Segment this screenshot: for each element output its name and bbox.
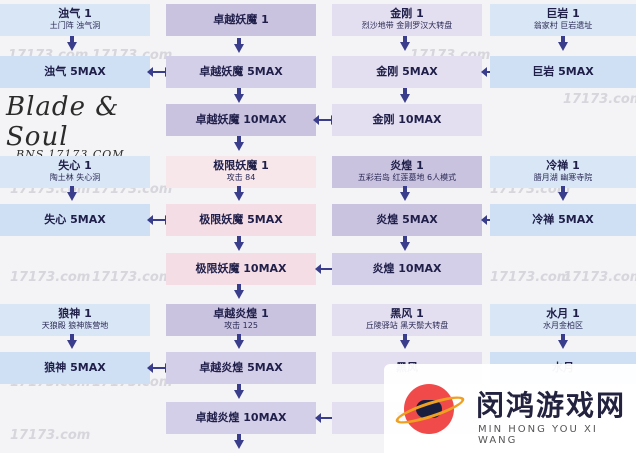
node-zhuoyue-yaomo-10max: 卓越妖魔 10MAX [166,104,316,136]
watermark: 17173.com [490,270,571,285]
node-langshen-5max: 狼神 5MAX [0,352,150,384]
node-jixian-yaomo-10max: 极限妖魔 10MAX [166,253,316,285]
arrow-down-icon [400,236,410,251]
arrow-down-icon [234,284,244,299]
arrow-down-icon [400,186,410,201]
arrow-down-icon [67,186,77,201]
brand-name: 闵鸿游戏网 [476,389,627,422]
node-yanhuang-5max: 炎煌 5MAX [332,204,482,236]
node-title: 狼神 1 [58,307,92,320]
arrow-down-icon [400,36,410,51]
node-sub: 土门阵 浊气洞 [49,21,101,30]
node-zhuoyue-yanhuang-10max: 卓越炎煌 10MAX [166,402,316,434]
arrow-down-icon [234,38,244,53]
node-jingang-10max: 金刚 10MAX [332,104,482,136]
arrow-down-icon [234,186,244,201]
node-title: 失心 1 [58,159,92,172]
node-title: 黑风 1 [390,307,424,320]
watermark: 17173.com [10,270,91,285]
arrow-down-icon [400,88,410,103]
watermark: 17173.com [10,428,91,443]
logo-line1: Blade & Soul [6,92,120,152]
node-jixian-yaomo-1: 极限妖魔 1 攻击 84 [166,156,316,188]
node-sub: 水月金柏区 [543,321,583,330]
arrow-down-icon [234,384,244,399]
node-shixin-1: 失心 1 陶土林 失心洞 [0,156,150,188]
arrow-down-icon [234,136,244,151]
node-sub: 天狼殿 狼神族营地 [41,321,109,330]
double-arrow-icon [147,215,171,225]
node-sub: 陶土林 失心洞 [49,173,101,182]
node-title: 极限妖魔 1 [213,159,269,172]
node-juyan-5max: 巨岩 5MAX [490,56,636,88]
arrow-down-icon [234,88,244,103]
watermark: 17173.com [563,270,636,285]
node-zhuoqi-1: 浊气 1 土门阵 浊气洞 [0,4,150,36]
watermark: 17173.com [563,92,636,107]
arrow-down-icon [558,36,568,51]
arrow-down-icon [558,186,568,201]
node-sub: 翁家村 巨岩遗址 [533,21,593,30]
arrow-down-icon [234,434,244,449]
blade-and-soul-logo: Blade & Soul BNS.17173.COM [6,92,161,161]
node-title: 冷禅 1 [546,159,580,172]
node-yanhuang-10max: 炎煌 10MAX [332,253,482,285]
node-sub: 攻击 84 [226,173,256,182]
arrow-down-icon [67,334,77,349]
node-juyan-1: 巨岩 1 翁家村 巨岩遗址 [490,4,636,36]
node-langshen-1: 狼神 1 天狼殿 狼神族营地 [0,304,150,336]
node-title: 水月 1 [546,307,580,320]
brand-sub: MIN HONG YOU XI WANG [478,424,598,446]
node-heifeng-1: 黑风 1 丘陵驿站 黑天鬃大转盘 [332,304,482,336]
node-sub: 丘陵驿站 黑天鬃大转盘 [365,321,449,330]
node-jingang-5max: 金刚 5MAX [332,56,482,88]
node-lengchan-1: 冷禅 1 腊月湖 幽寒寺院 [490,156,636,188]
arrow-down-icon [400,334,410,349]
node-zhuoyue-yaomo-5max: 卓越妖魔 5MAX [166,56,316,88]
node-title: 卓越炎煌 1 [213,307,269,320]
node-lengchan-5max: 冷禅 5MAX [490,204,636,236]
node-title: 浊气 1 [58,7,92,20]
node-sub: 腊月湖 幽寒寺院 [533,173,593,182]
node-shuiyue-1: 水月 1 水月金柏区 [490,304,636,336]
double-arrow-icon [147,67,171,77]
node-yanhuang-1: 炎煌 1 五彩岩岛 红莲墓地 6人模式 [332,156,482,188]
node-sub: 攻击 125 [224,321,258,330]
node-shixin-5max: 失心 5MAX [0,204,150,236]
node-sub: 烈沙地带 金刚罗汉大转盘 [361,21,453,30]
node-zhuoyue-yanhuang-1: 卓越炎煌 1 攻击 125 [166,304,316,336]
brand-watermark: 闵鸿游戏网 MIN HONG YOU XI WANG [384,364,636,453]
arrow-down-icon [558,334,568,349]
node-zhuoyue-yanhuang-5max: 卓越炎煌 5MAX [166,352,316,384]
arrow-down-icon [234,236,244,251]
node-title: 金刚 1 [390,7,424,20]
node-jingang-1: 金刚 1 烈沙地带 金刚罗汉大转盘 [332,4,482,36]
arrow-left-icon [315,264,334,274]
arrow-down-icon [67,36,77,51]
node-sub: 五彩岩岛 红莲墓地 6人模式 [357,173,457,182]
double-arrow-icon [313,115,337,125]
node-zhuoyue-yaomo-1: 卓越妖魔 1 [166,4,316,36]
arrow-left-icon [315,413,334,423]
node-zhuoqi-5max: 浊气 5MAX [0,56,150,88]
node-title: 巨岩 1 [546,7,580,20]
double-arrow-icon [147,363,171,373]
arrow-down-icon [234,334,244,349]
node-jixian-yaomo-5max: 极限妖魔 5MAX [166,204,316,236]
watermark: 17173.com [92,270,173,285]
node-title: 炎煌 1 [390,159,424,172]
brand-logo-icon [404,384,454,434]
